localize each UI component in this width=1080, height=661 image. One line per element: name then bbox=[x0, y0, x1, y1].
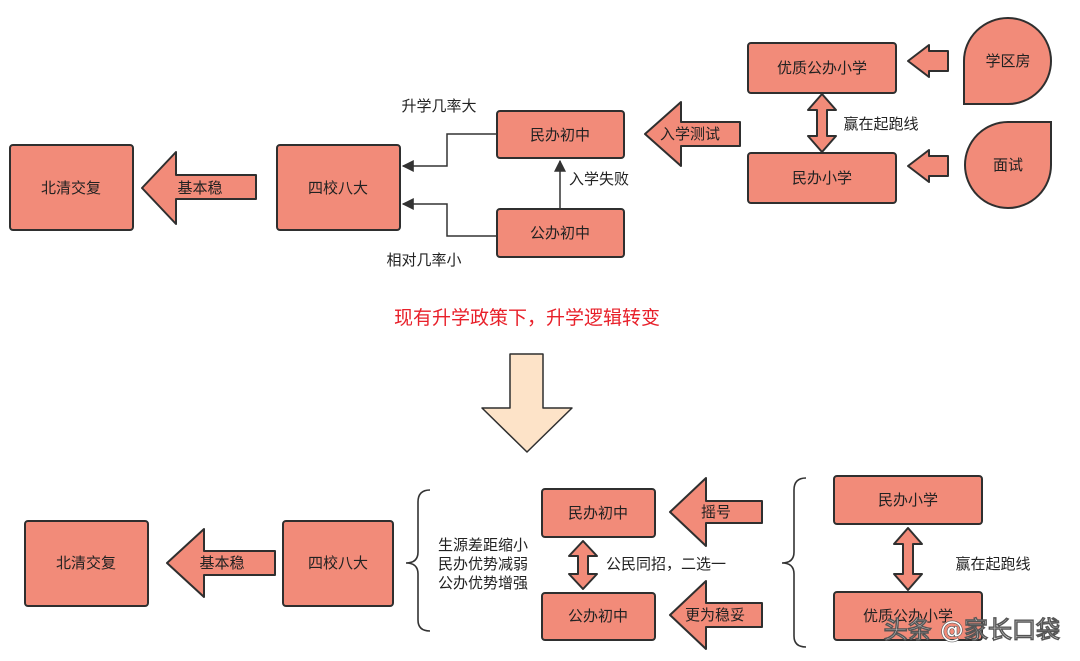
top-arrow-jibenwen: 基本稳 bbox=[141, 151, 257, 225]
top-node-minban-zhong: 民办初中 bbox=[496, 110, 625, 159]
bottom-reason-3: 公办优势增强 bbox=[438, 574, 528, 592]
top-node-beiqing: 北清交复 bbox=[9, 144, 134, 231]
top-arrow-from-mianshi bbox=[907, 149, 949, 183]
bottom-reason-2: 民办优势减弱 bbox=[438, 555, 528, 573]
bottom-brace-left bbox=[405, 489, 431, 632]
top-node-beiqing-label: 北清交复 bbox=[41, 179, 101, 197]
bottom-reason-1: 生源差距缩小 bbox=[438, 536, 528, 554]
top-arrow-ruxue-ceshi-label: 入学测试 bbox=[660, 125, 720, 143]
transition-down-arrow bbox=[481, 353, 573, 453]
top-node-xuequfang-label: 学区房 bbox=[985, 52, 1030, 70]
top-node-youzhi-xiao-label: 优质公办小学 bbox=[777, 59, 867, 77]
top-node-gongban-zhong-label: 公办初中 bbox=[530, 224, 590, 242]
bottom-brace-right bbox=[781, 477, 807, 648]
top-arrow-ruxue-ceshi: 入学测试 bbox=[644, 101, 741, 167]
bottom-node-minban-zhong: 民办初中 bbox=[541, 488, 656, 538]
watermark: 头条 @家长口袋 bbox=[884, 616, 1061, 644]
top-node-gongban-zhong: 公办初中 bbox=[496, 208, 625, 258]
bottom-arrow-jibenwen-label: 基本稳 bbox=[199, 554, 244, 572]
top-label-ying-qipao: 赢在起跑线 bbox=[843, 115, 918, 133]
bottom-node-gongban-zhong-label: 公办初中 bbox=[568, 607, 628, 625]
top-node-sixiao: 四校八大 bbox=[276, 144, 401, 231]
top-connector-gongban-to-sixiao bbox=[401, 198, 497, 237]
top-node-minban-xiao-label: 民办小学 bbox=[792, 169, 852, 187]
top-node-sixiao-label: 四校八大 bbox=[308, 179, 368, 197]
bottom-arrow-yaohao: 摇号 bbox=[669, 477, 763, 547]
top-label-ruxue-shibai: 入学失败 bbox=[569, 170, 629, 188]
bottom-double-arrow-zhong bbox=[568, 540, 598, 590]
bottom-arrow-gengwei-wentuo: 更为稳妥 bbox=[669, 580, 763, 650]
bottom-label-ying-qipao: 赢在起跑线 bbox=[955, 555, 1030, 573]
bottom-node-minban-zhong-label: 民办初中 bbox=[568, 504, 628, 522]
top-node-minban-xiao: 民办小学 bbox=[747, 152, 897, 204]
bottom-node-youzhi-xiao-label: 优质公办小学 bbox=[863, 607, 953, 625]
bottom-label-gongmin-tongzhao: 公民同招，二选一 bbox=[606, 555, 726, 573]
bottom-node-sixiao: 四校八大 bbox=[282, 520, 394, 607]
top-node-xuequfang: 学区房 bbox=[963, 16, 1053, 105]
bottom-node-youzhi-xiao: 优质公办小学 bbox=[833, 591, 983, 641]
bottom-arrow-jibenwen: 基本稳 bbox=[166, 528, 276, 598]
bottom-arrow-yaohao-label: 摇号 bbox=[701, 503, 731, 521]
top-label-shengxue-da: 升学几率大 bbox=[401, 97, 476, 115]
top-double-arrow bbox=[807, 93, 837, 153]
bottom-arrow-gengwei-wentuo-label: 更为稳妥 bbox=[685, 606, 745, 624]
bottom-node-minban-xiao: 民办小学 bbox=[833, 475, 983, 525]
bottom-double-arrow-xiao bbox=[893, 527, 923, 591]
top-arrow-from-xuequfang bbox=[907, 44, 949, 78]
bottom-node-beiqing-label: 北清交复 bbox=[56, 554, 116, 572]
bottom-node-gongban-zhong: 公办初中 bbox=[541, 592, 656, 641]
bottom-node-beiqing: 北清交复 bbox=[24, 520, 149, 607]
bottom-node-minban-xiao-label: 民办小学 bbox=[878, 491, 938, 509]
headline: 现有升学政策下，升学逻辑转变 bbox=[394, 307, 660, 329]
top-node-youzhi-xiao: 优质公办小学 bbox=[747, 42, 897, 94]
top-node-minban-zhong-label: 民办初中 bbox=[530, 126, 590, 144]
top-arrow-jibenwen-label: 基本稳 bbox=[177, 179, 222, 197]
top-node-mianshi: 面试 bbox=[963, 121, 1052, 210]
top-node-mianshi-label: 面试 bbox=[993, 156, 1023, 174]
bottom-node-sixiao-label: 四校八大 bbox=[308, 554, 368, 572]
top-label-xiangdui-xiao: 相对几率小 bbox=[386, 251, 461, 269]
top-connector-minban-to-sixiao bbox=[401, 133, 497, 172]
